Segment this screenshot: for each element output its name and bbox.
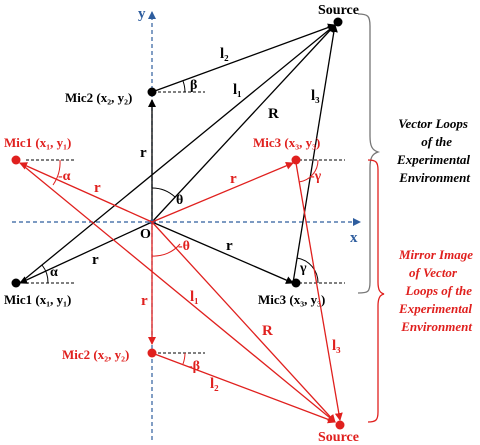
vector-loops-caption-line: Vector Loops [398,116,468,131]
red-source-point [335,420,345,430]
red-neg-beta-arc [182,352,186,365]
red-neg-beta-label: -β [188,359,200,374]
red-l1-label: l₁ [190,289,199,305]
source-label-top: Source [318,3,359,18]
vector-loops-caption-line: Experimental [396,152,470,167]
black-theta-label: θ [176,193,183,208]
mirror-image-caption: Mirror Image of Vector Loops of the Expe… [398,247,473,334]
vector-loops-caption-line: of the [421,134,452,149]
source-label-bottom: Source [318,430,359,445]
black-l2-label: l₂ [220,46,229,62]
black-mic2-point [147,87,157,97]
black-r-label-mic2: r [140,145,147,161]
mic3-label-red: Mic3 (x₃, y₃) [253,135,320,150]
mic3-label-black: Mic3 (x₃, y₃) [258,292,325,307]
red-neg-theta-arc [151,243,181,257]
black-mic3-point [291,278,301,288]
black-r-to-mic3 [151,221,294,284]
black-R-label: R [268,106,279,122]
mirror-image-caption-line: Loops of the [405,283,473,298]
red-r-label-mic3: r [230,171,237,187]
bottom-bracket [367,159,385,423]
black-gamma-label: γ [299,261,307,276]
origin-label: O [140,227,151,242]
red-l3-label: l₃ [332,338,341,354]
red-neg-alpha-label: -α [58,169,71,184]
mic2-label-red: Mic2 (x₂, y₂) [62,347,129,362]
red-r-to-mic1 [19,162,153,223]
red-r-to-mic3 [151,162,294,223]
mirror-image-caption-line: Mirror Image [398,247,473,262]
top-bracket [357,13,381,294]
black-gamma-arc [296,257,319,284]
black-l3-vector [292,24,338,284]
black-beta-arc [182,80,186,93]
red-l2-vector [151,352,336,424]
black-alpha-label: α [50,265,58,280]
mic2-label-black: Mic2 (x₂, y₂) [65,90,132,105]
vector-loops-caption: Vector Loops of the Experimental Environ… [396,116,470,185]
black-mic1-point [11,278,21,288]
black-beta-label: β [190,78,197,93]
x-axis-label: x [350,230,358,246]
red-neg-gamma-label: -γ [310,169,322,184]
red-mic1-point [11,155,21,165]
red-l2-label: l₂ [210,376,219,392]
black-l3-label: l₃ [311,88,320,104]
mic1-label-red: Mic1 (x₁, y₁) [4,135,71,150]
red-neg-alpha-arc [52,159,61,186]
mirror-image-caption-line: Experimental [398,301,472,316]
black-r-label-mic3: r [226,238,233,254]
black-r-to-mic1 [19,221,153,284]
mirror-image-caption-line: Environment [400,319,472,334]
black-R-vector [151,24,336,223]
black-theta-arc [151,187,176,198]
red-r-label-mic2: r [141,293,148,309]
vector-loops-caption-line: Environment [398,170,470,185]
y-axis-label: y [138,6,146,22]
black-alpha-arc [41,264,49,284]
red-mic3-point [291,155,301,165]
mic1-label-black: Mic1 (x₁, y₁) [4,292,71,307]
red-R-vector [151,221,336,423]
black-r-label-mic1: r [92,252,99,268]
black-source-point [333,17,343,27]
red-mic2-point [147,348,157,358]
black-l1-label: l₁ [233,82,242,98]
red-R-label: R [262,323,273,339]
black-l1-vector [19,24,336,284]
black-l2-vector [151,23,336,93]
red-r-label-mic1: r [94,180,101,196]
red-neg-gamma-arc [298,159,319,183]
red-neg-theta-label: -θ [178,239,190,254]
red-l3-vector [295,162,343,421]
mirror-image-caption-line: of Vector [409,265,458,280]
red-l1-vector [19,162,336,423]
